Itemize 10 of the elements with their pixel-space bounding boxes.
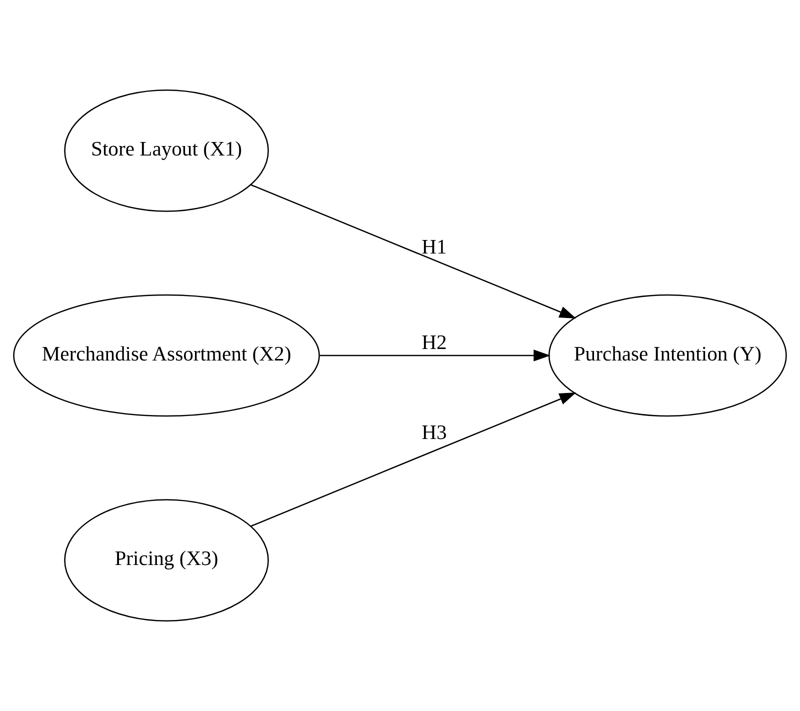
edge-label: H2 <box>422 332 447 354</box>
arrow <box>250 392 576 527</box>
node-ellipse: Pricing (X3) <box>64 499 269 622</box>
node-ellipse: Purchase Intention (Y) <box>548 294 787 417</box>
arrow <box>320 350 550 362</box>
edge-label: H3 <box>422 422 447 444</box>
node-ellipse: Store Layout (X1) <box>64 90 269 212</box>
node-ellipse: Merchandise Assortment (X2) <box>13 294 320 417</box>
arrow <box>250 184 576 318</box>
edge-label: H1 <box>422 236 447 258</box>
